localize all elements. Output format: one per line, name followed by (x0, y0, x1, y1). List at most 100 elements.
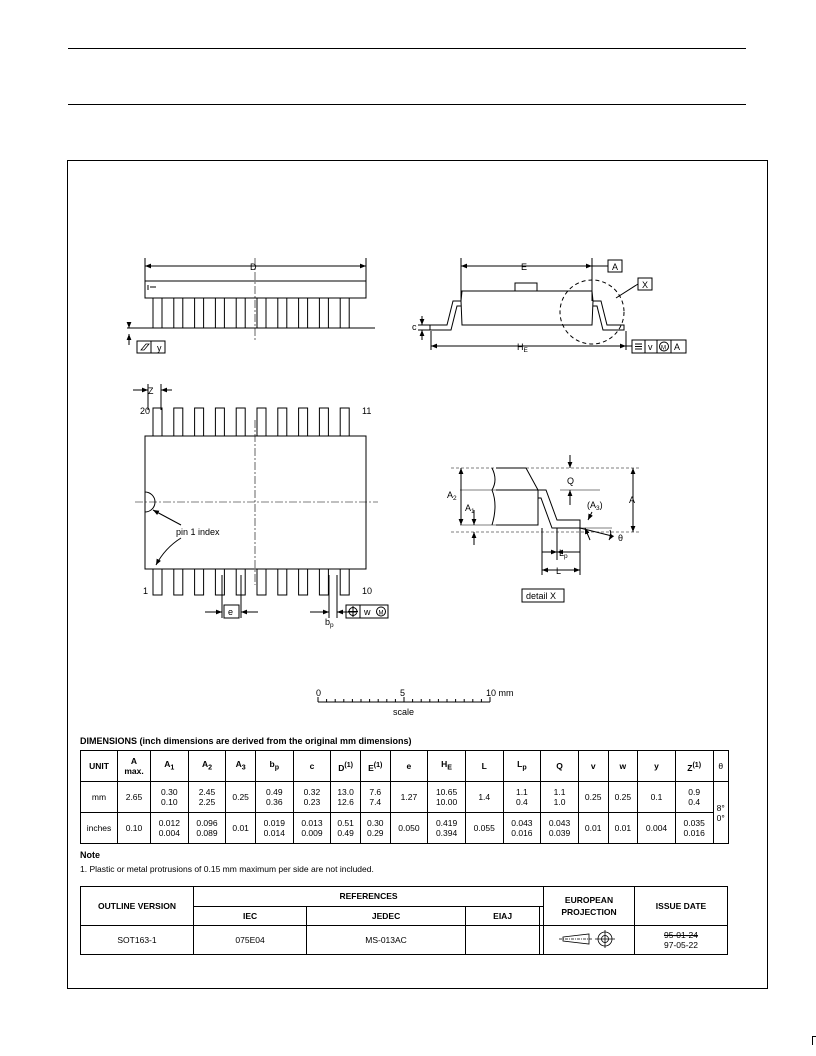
issue-date-new: 97-05-22 (663, 940, 699, 950)
scale-5-label: 5 (400, 688, 405, 698)
note-text: 1. Plastic or metal protrusions of 0.15 … (80, 864, 374, 874)
scale-10-label: 10 mm (486, 688, 514, 698)
dimension-value: 0.013 (301, 818, 323, 828)
dimension-cell: 0.25 (225, 781, 256, 813)
dimension-value: 0.29 (366, 828, 384, 838)
datum-A-ref: A (674, 342, 680, 352)
top-lead (194, 407, 205, 437)
issue-date-old: 95-01-24 (663, 930, 699, 940)
blank-header (539, 905, 544, 926)
dimension-value: 0.25 (232, 792, 249, 802)
mmc-symbol: M (661, 346, 666, 352)
dimension-value: 12.6 (337, 797, 354, 807)
dimension-value: 10.00 (435, 797, 458, 807)
dimension-value: 0.050 (398, 823, 420, 833)
side-lead (256, 297, 267, 329)
unit-cell: mm (80, 781, 118, 813)
header-e: e (389, 750, 429, 782)
dimension-value: 1.1 (515, 787, 528, 797)
pin1-index-label: pin 1 index (176, 527, 220, 537)
dimension-value: 0.096 (196, 818, 218, 828)
dimension-value: 0.30 (161, 787, 178, 797)
dimension-cell: 0.004 (637, 812, 676, 844)
pin-10-label: 10 (362, 586, 372, 596)
dimension-cell: 2.65 (117, 781, 151, 813)
scale-0-label: 0 (316, 688, 321, 698)
dimension-cell: 0.01 (225, 812, 256, 844)
header-rule-top (68, 48, 746, 49)
dim-A1-label: A1 (465, 503, 475, 515)
side-lead (194, 297, 205, 329)
dimension-value: 0.36 (266, 797, 283, 807)
dimension-value: 1.0 (553, 797, 566, 807)
unit-cell: inches (80, 812, 118, 844)
bottom-lead (173, 568, 184, 596)
dimension-value: 0.32 (303, 787, 321, 797)
header-v: v (577, 750, 609, 782)
dimension-value: 1.27 (400, 792, 418, 802)
detail-x (451, 455, 640, 603)
top-lead (298, 407, 309, 437)
dim-E-label: E (521, 262, 527, 272)
dimension-value: 7.6 (369, 787, 382, 797)
dimension-value: 7.4 (369, 797, 382, 807)
bottom-lead (318, 568, 329, 596)
header-bp: bp (254, 750, 294, 782)
top-view (133, 384, 389, 619)
eiaj-value (464, 925, 541, 955)
dimension-value: 0.043 (548, 818, 571, 828)
theta-cell: 8°0° (712, 781, 729, 844)
dimension-value: 0.394 (435, 828, 458, 838)
dimension-value: 0.23 (303, 797, 321, 807)
pin-1-label: 1 (143, 586, 148, 596)
dimension-value: 0.089 (196, 828, 218, 838)
side-view (126, 258, 375, 354)
side-lead (318, 297, 329, 329)
header-c: c (292, 750, 332, 782)
dimension-value: 1.4 (478, 792, 491, 802)
side-lead (152, 297, 163, 329)
detail-X-marker: X (642, 280, 648, 290)
dimension-value: 0.012 (158, 818, 180, 828)
header-A2: A2 (187, 750, 227, 782)
dimension-cell: 0.01 (577, 812, 609, 844)
dimension-value: 0.004 (645, 823, 668, 833)
top-lead (173, 407, 184, 437)
dim-Z-label: Z (148, 386, 154, 396)
top-lead (256, 407, 267, 437)
dimension-value: 0.014 (263, 828, 285, 838)
bottom-lead (277, 568, 288, 596)
dimension-value: 0.016 (511, 828, 533, 838)
dimension-value: 0.4 (515, 797, 528, 807)
dimension-value: 2.25 (198, 797, 216, 807)
pin-11-label: 11 (362, 406, 371, 416)
header-w: w (607, 750, 639, 782)
header-A1: A1 (150, 750, 189, 782)
top-lead (339, 407, 350, 437)
dimension-cell: 0.050 (389, 812, 429, 844)
detail-X-caption: detail X (526, 591, 556, 601)
page-corner-mark (812, 1036, 816, 1045)
header-theta: θ (712, 750, 729, 782)
mmc-symbol-2: M (379, 611, 384, 617)
theta-value: 8° (716, 802, 725, 813)
dimension-cell: 0.10 (117, 812, 151, 844)
dimension-value: 0.01 (232, 823, 249, 833)
dimension-value: 0.009 (301, 828, 323, 838)
v-label: v (648, 342, 653, 352)
dimension-cell: 0.25 (607, 781, 639, 813)
outline-version-header: OUTLINE VERSION (80, 886, 194, 926)
top-lead (235, 407, 246, 437)
dimension-value: 0.039 (548, 828, 571, 838)
